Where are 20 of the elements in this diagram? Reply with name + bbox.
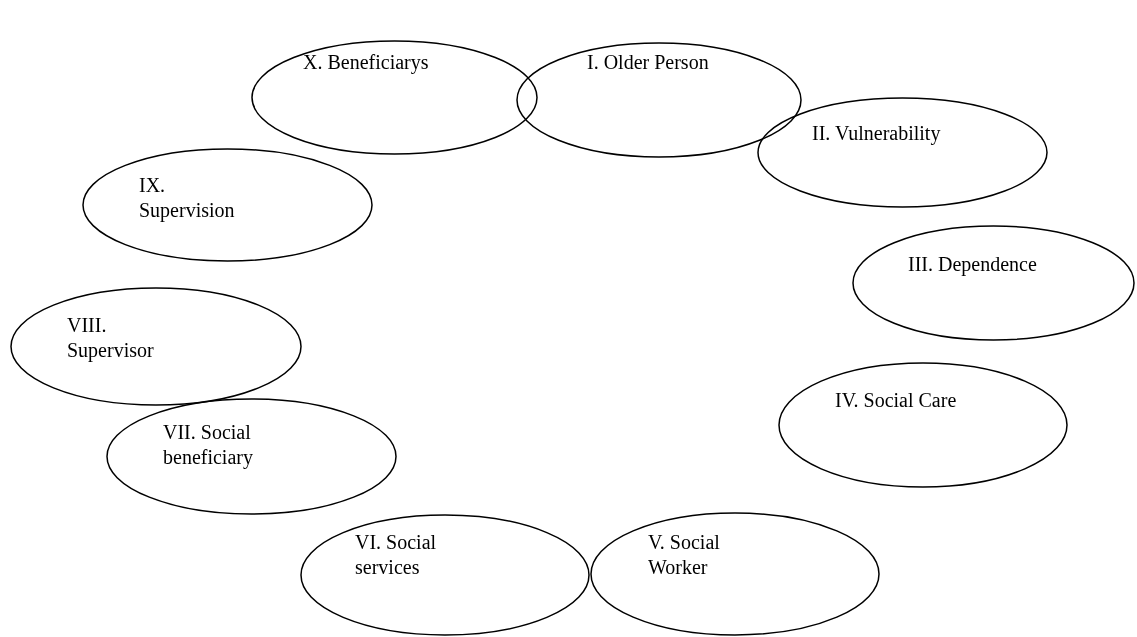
ellipse-node bbox=[852, 225, 1135, 341]
node-label: X. Beneficiarys bbox=[303, 50, 430, 75]
ellipse-node bbox=[300, 514, 590, 636]
ellipse-node bbox=[757, 97, 1048, 208]
node-label: II. Vulnerability bbox=[812, 121, 942, 146]
node-label: IX. Supervision bbox=[139, 173, 236, 223]
ellipse-node bbox=[778, 362, 1068, 488]
ellipse-node bbox=[10, 287, 302, 406]
node-label: VIII. Supervisor bbox=[67, 313, 155, 363]
node-label: V. Social Worker bbox=[648, 530, 721, 580]
ellipse-node bbox=[516, 42, 802, 158]
ellipse-node bbox=[106, 398, 397, 515]
ellipse-node bbox=[82, 148, 373, 262]
node-label: VI. Social services bbox=[355, 530, 438, 580]
node-label: VII. Social beneficiary bbox=[163, 420, 254, 470]
node-label: III. Dependence bbox=[908, 252, 1038, 277]
node-label: IV. Social Care bbox=[835, 388, 958, 413]
ellipse-node bbox=[590, 512, 880, 636]
node-label: I. Older Person bbox=[587, 50, 710, 75]
ellipse-node bbox=[251, 40, 538, 155]
